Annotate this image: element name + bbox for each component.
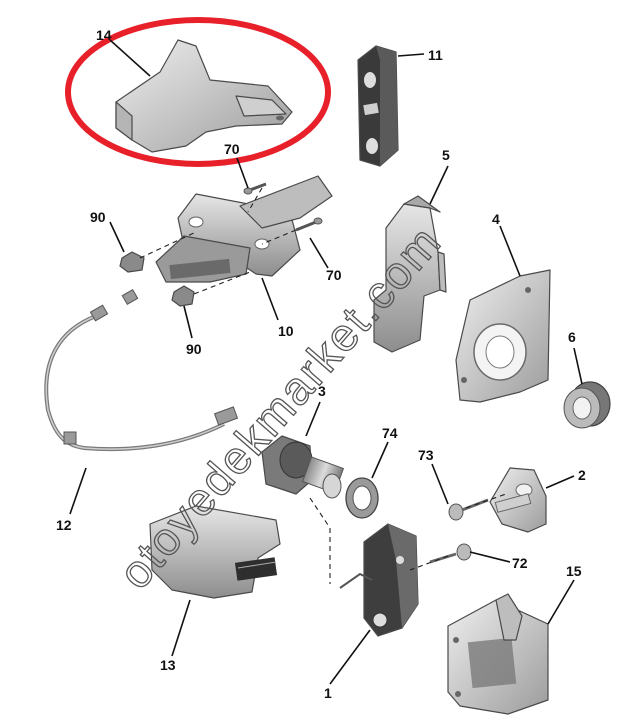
- callout-1: 1: [324, 685, 332, 701]
- callout-70-top: 70: [224, 141, 240, 157]
- callout-73: 73: [418, 447, 434, 463]
- part-90-clip-b: [171, 285, 195, 307]
- part-10-door-handle: [155, 175, 333, 283]
- part-12-cable: [44, 288, 239, 452]
- callout-74: 74: [382, 425, 398, 441]
- callout-90-bottom: 90: [186, 341, 202, 357]
- callout-13: 13: [160, 657, 176, 673]
- callout-14: 14: [96, 27, 112, 43]
- part-72-screw: [429, 543, 472, 564]
- part-70-screw-b: [295, 217, 323, 232]
- part-5-angle-bracket: [373, 195, 447, 353]
- assembly-lines: [139, 187, 507, 584]
- highlight-ellipse: [65, 17, 331, 167]
- callout-10: 10: [278, 323, 294, 339]
- part-13-cover: [149, 505, 281, 599]
- callout-12: 12: [56, 517, 72, 533]
- callout-5: 5: [442, 147, 450, 163]
- part-2-striker: [489, 467, 547, 533]
- part-15-plate: [447, 593, 549, 715]
- part-4-cover-plate: [455, 269, 551, 403]
- callout-11: 11: [428, 47, 443, 63]
- callout-labels: 14 11 70 5 90 4 70 10 90 6 3 74 73 2 12 …: [56, 27, 586, 701]
- callout-15: 15: [566, 563, 582, 579]
- part-1-lock: [339, 523, 419, 637]
- callout-6: 6: [568, 329, 576, 345]
- part-73-screw: [448, 498, 489, 521]
- part-90-clip-a: [119, 251, 145, 273]
- callout-3: 3: [318, 383, 326, 399]
- callout-4: 4: [492, 211, 500, 227]
- callout-72: 72: [512, 555, 528, 571]
- part-74-ring: [345, 477, 379, 519]
- callout-70-right: 70: [326, 267, 342, 283]
- leader-lines: [69, 39, 583, 685]
- part-6-ring-seal: [563, 381, 611, 429]
- part-14-bracket: [115, 39, 293, 153]
- callout-2: 2: [578, 467, 586, 483]
- part-3-lock-cylinder: [261, 435, 345, 499]
- callout-90-top: 90: [90, 209, 106, 225]
- part-11-rubber-block: [357, 45, 399, 167]
